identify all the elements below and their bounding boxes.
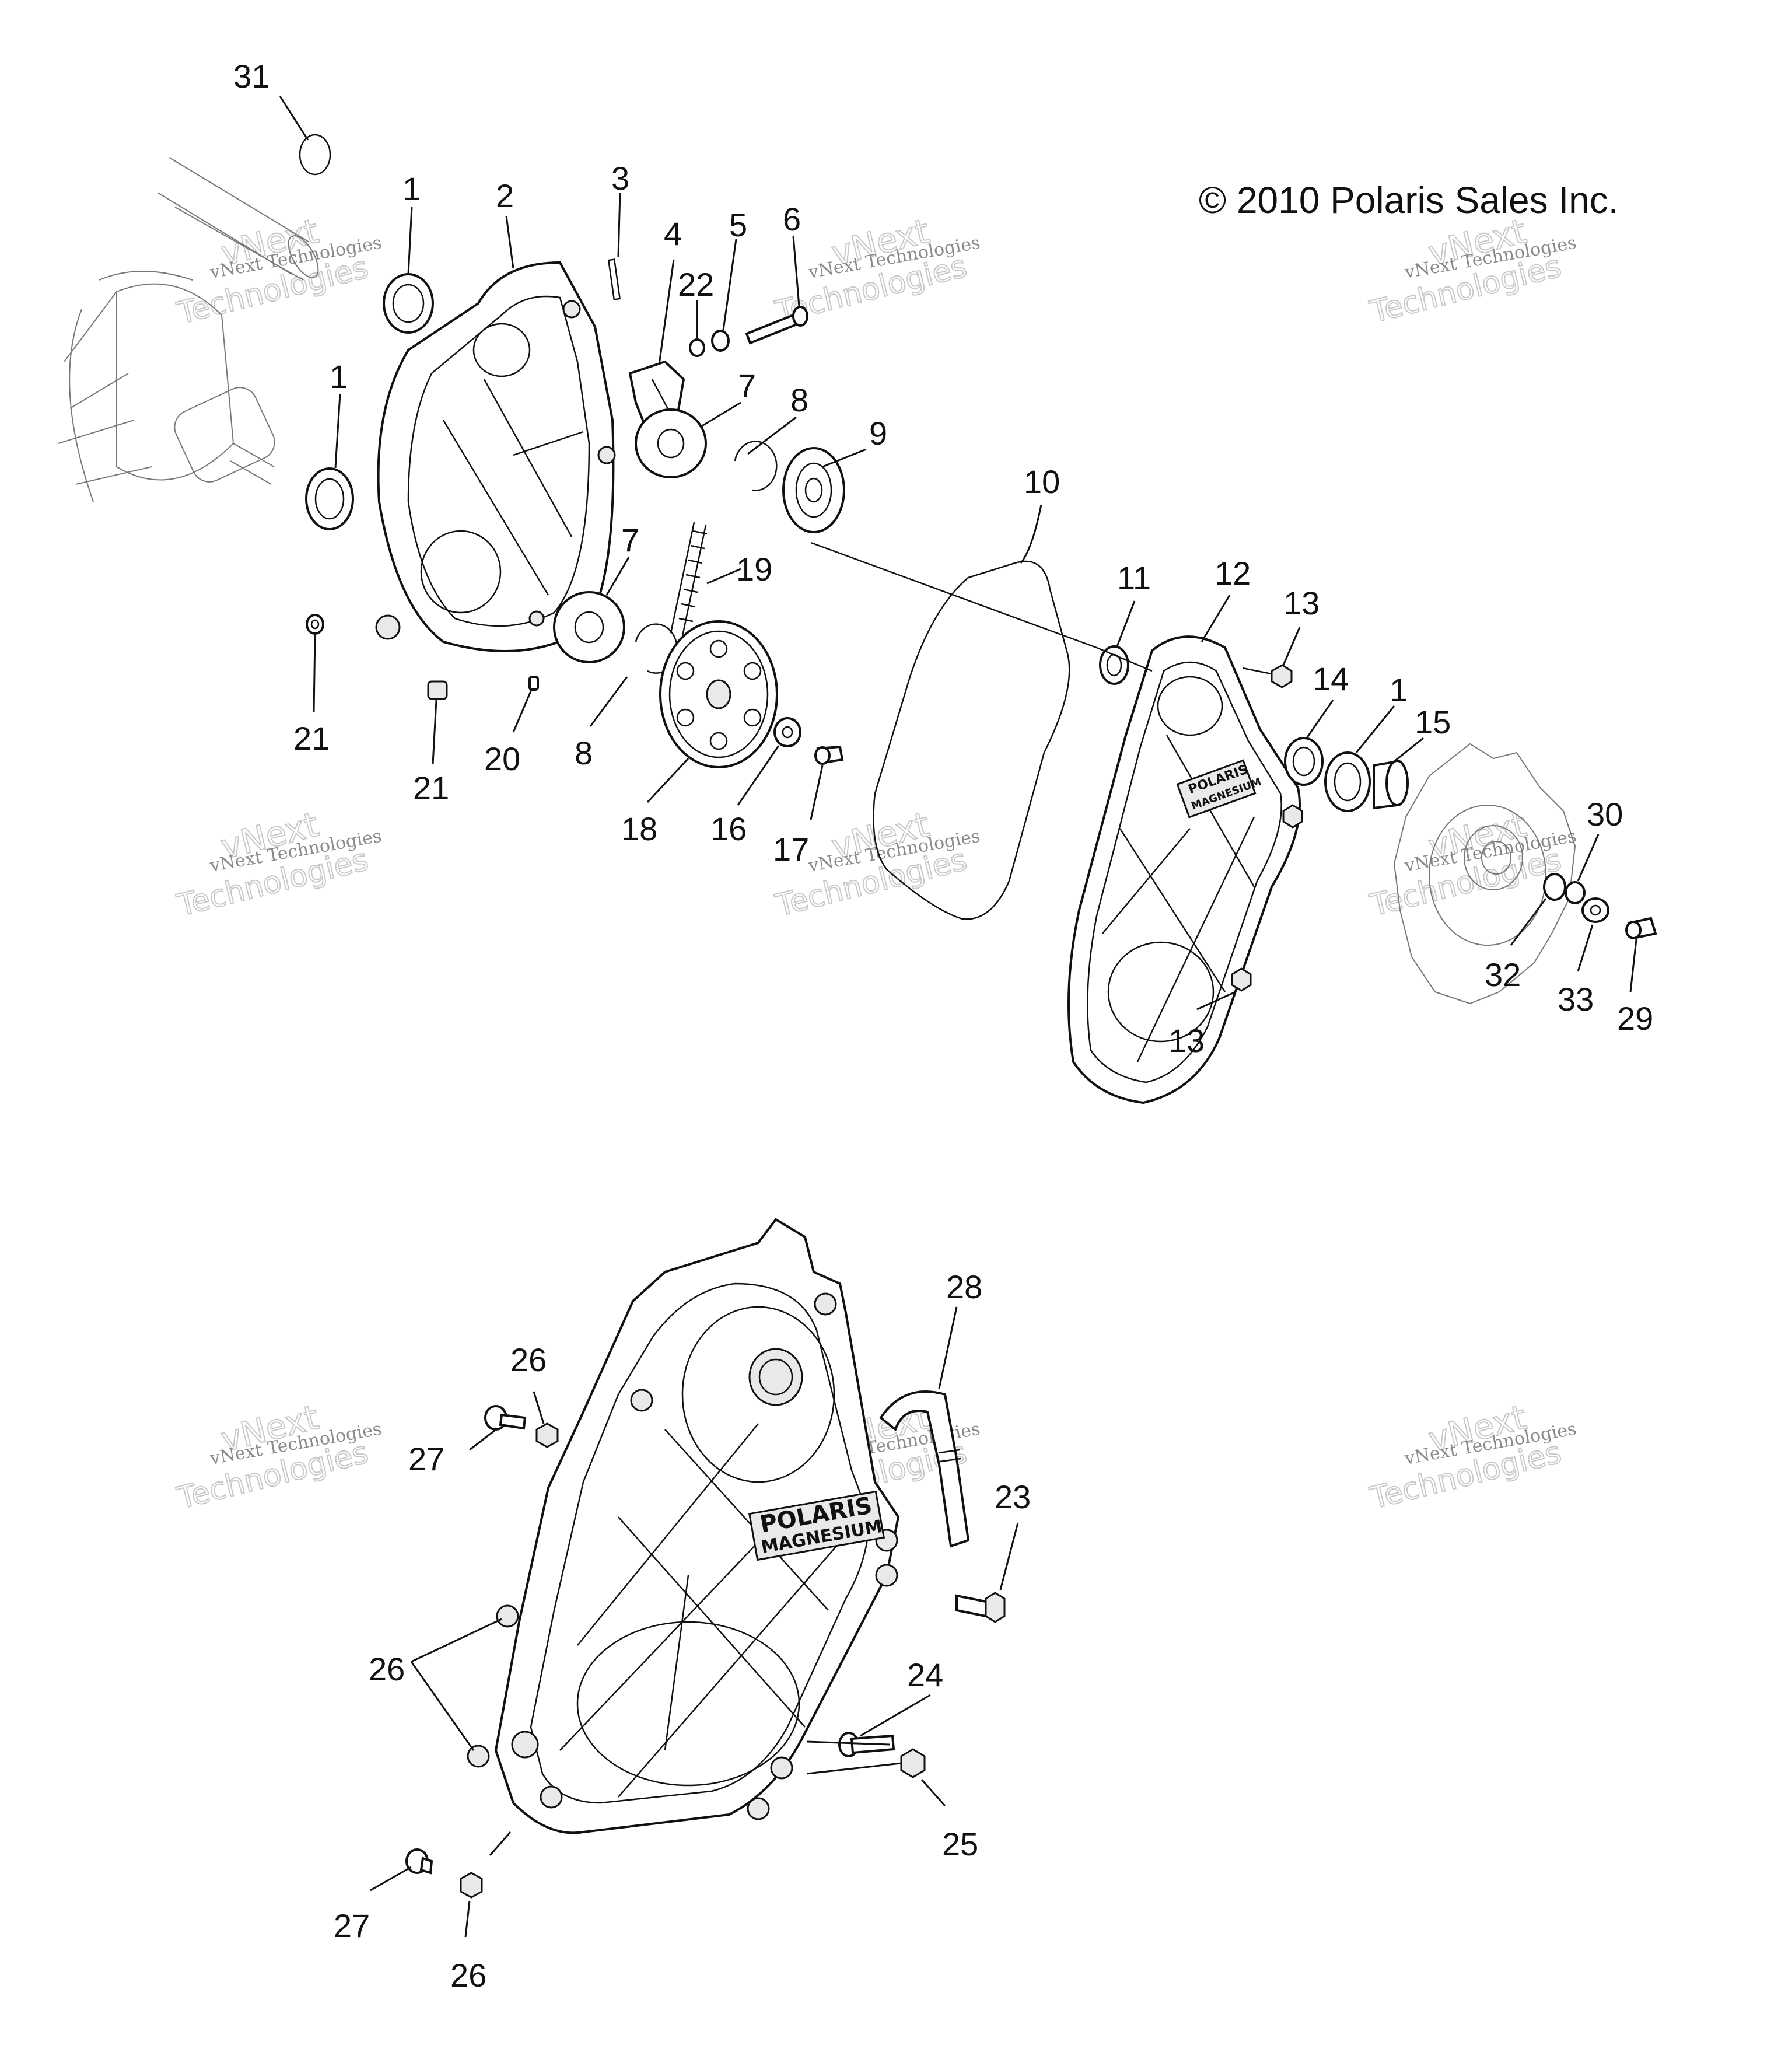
callout-24: 24 [907, 1656, 943, 1693]
callout-7: 7 [738, 367, 756, 404]
callout-21: 21 [293, 720, 330, 757]
part-32-washer [1543, 873, 1566, 901]
part-27-bolt-lower [405, 1848, 433, 1875]
part-8-snap-ring-upper [734, 441, 778, 491]
assembled-chaincase: POLARIS MAGNESIUM [467, 1218, 900, 1834]
callout-25: 25 [942, 1826, 978, 1862]
brake-disc-ghost [1393, 743, 1576, 1005]
watermark-top-left: vNext Technologies vNext Technologies [173, 211, 383, 332]
part-28-vent-hose [879, 1390, 970, 1548]
callout-30: 30 [1587, 796, 1623, 833]
watermark-mid-right: vNext Technologies vNext Technologies [1366, 804, 1578, 924]
assembly-axis-line [810, 541, 1097, 649]
callout-7: 7 [621, 522, 639, 558]
assembly-axis-line [1096, 646, 1153, 672]
watermark-mid-left: vNext Technologies vNext Technologies [173, 804, 383, 924]
callout-16: 16 [710, 810, 747, 847]
part-23-bolt [956, 1592, 1006, 1623]
part-13-nut-upper [1242, 664, 1293, 688]
callout-8: 8 [575, 735, 593, 771]
callout-1: 1 [1390, 672, 1408, 708]
callout-28: 28 [946, 1268, 982, 1305]
callout-6: 6 [783, 201, 801, 237]
callout-26: 26 [369, 1651, 405, 1687]
callout-17: 17 [773, 831, 809, 868]
part-30-washer [1564, 881, 1586, 904]
callout-labels: 31 1 2 3 4 22 5 6 1 7 8 9 10 7 19 11 12 … [233, 58, 1653, 1994]
callout-26: 26 [450, 1957, 487, 1994]
callout-22: 22 [678, 266, 714, 303]
callout-32: 32 [1485, 956, 1521, 993]
part-12-outer-chaincase: POLARIS MAGNESIUM [1068, 635, 1301, 1104]
engine-shaft-ghost [58, 157, 319, 502]
callout-2: 2 [496, 177, 514, 214]
leader-lines [279, 96, 1637, 1938]
callout-27: 27 [408, 1441, 444, 1477]
callout-5: 5 [729, 207, 747, 243]
watermark-lower-left: vNext Technologies vNext Technologies [173, 1397, 383, 1517]
watermark-top-right: vNext Technologies vNext Technologies [1366, 211, 1578, 331]
callout-19: 19 [736, 551, 772, 588]
callout-1: 1 [330, 358, 348, 395]
part-26-nut-lower [460, 1872, 483, 1899]
callout-8: 8 [790, 382, 808, 418]
callout-9: 9 [869, 415, 887, 452]
callout-20: 20 [484, 740, 520, 777]
part-14-seal [1284, 737, 1324, 786]
callout-13: 13 [1283, 585, 1320, 621]
part-31-o-ring [299, 134, 331, 176]
callout-15: 15 [1415, 704, 1451, 740]
part-11-seal [1099, 645, 1129, 685]
part-19-chain [670, 522, 708, 637]
part-1-seal-lower [305, 467, 354, 530]
part-33-washer [1581, 897, 1609, 923]
callout-33: 33 [1558, 981, 1594, 1018]
part-17-bolt [814, 745, 844, 765]
callout-4: 4 [664, 215, 682, 252]
part-1-seal-upper [383, 273, 434, 334]
part-26-nut-upper [536, 1422, 559, 1448]
part-27-bolt-upper [484, 1405, 527, 1431]
part-15-bearing [1373, 760, 1409, 810]
part-21-plug-left [306, 614, 324, 635]
callout-1: 1 [402, 170, 421, 207]
callout-13: 13 [1168, 1022, 1205, 1059]
part-1-seal-outer [1324, 751, 1371, 812]
part-29-bolt [1625, 917, 1657, 940]
part-25-nut [900, 1748, 926, 1778]
part-3-pin [607, 258, 621, 300]
callout-12: 12 [1214, 555, 1251, 592]
part-18-lower-sprocket [659, 620, 778, 768]
part-16-washer [774, 717, 802, 747]
part-9-upper-sprocket [782, 447, 845, 533]
callout-21: 21 [413, 770, 449, 806]
part-7-bearing-lower [553, 591, 625, 663]
callout-11: 11 [1117, 560, 1151, 596]
callout-18: 18 [621, 810, 657, 847]
part-13-nut-lower [1231, 967, 1252, 992]
part-13-nut-mid [1282, 804, 1303, 829]
part-22-washer [689, 338, 705, 357]
part-2-inner-chaincase [375, 261, 616, 652]
part-7-bearing-upper [635, 408, 707, 478]
callout-27: 27 [334, 1907, 370, 1944]
callout-29: 29 [1617, 1000, 1653, 1037]
copyright-notice: © 2010 Polaris Sales Inc. [1199, 179, 1619, 221]
callout-26: 26 [510, 1341, 547, 1378]
callout-10: 10 [1024, 463, 1060, 500]
part-10-gasket [873, 560, 1070, 920]
part-21-plug-bottom [427, 680, 448, 700]
part-6-bolt [745, 306, 808, 345]
callout-23: 23 [995, 1478, 1031, 1515]
callout-14: 14 [1312, 660, 1349, 697]
callout-3: 3 [611, 160, 629, 197]
callout-31: 31 [233, 58, 270, 95]
part-5-washer [711, 330, 730, 352]
part-20-dowel-pin [528, 676, 539, 691]
watermark-lower-right: vNext Technologies vNext Technologies [1366, 1397, 1578, 1517]
